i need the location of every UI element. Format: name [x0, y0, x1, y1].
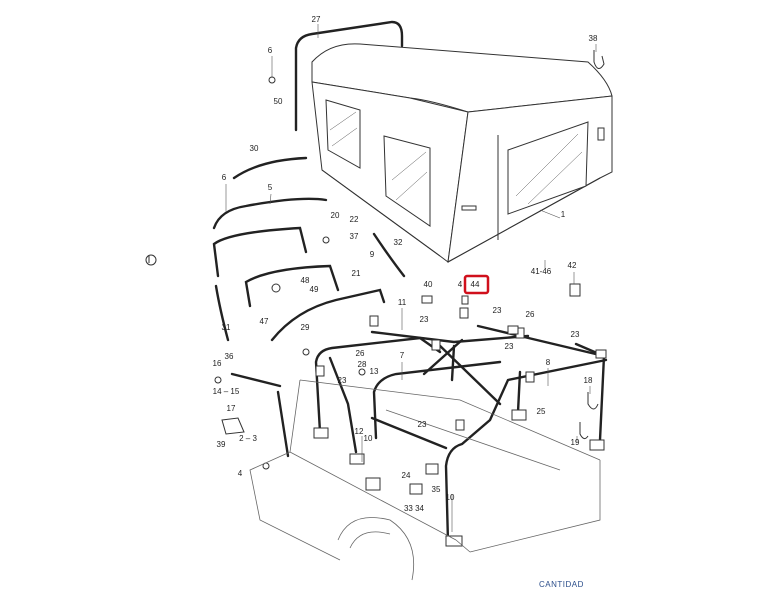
cover-part-39[interactable]	[221, 417, 245, 435]
part-label-p9[interactable]: 9	[370, 250, 375, 259]
part-label-p23d[interactable]: 23	[505, 342, 514, 351]
part-label-p19[interactable]: 19	[571, 438, 580, 447]
block-part-24[interactable]	[425, 463, 439, 475]
part-label-p39[interactable]: 39	[217, 440, 226, 449]
part-label-p36[interactable]: 36	[225, 352, 234, 361]
canopy-part-1[interactable]	[311, 43, 613, 263]
bracket-part-42[interactable]	[569, 283, 581, 297]
part-label-p2_3[interactable]: 2 – 3	[239, 434, 257, 443]
hook-part-18[interactable]	[587, 392, 599, 410]
part-label-p26b[interactable]: 26	[356, 349, 365, 358]
part-label-p28[interactable]: 28	[358, 360, 367, 369]
ring-part-48[interactable]	[271, 283, 281, 293]
part-label-p23e[interactable]: 23	[338, 376, 347, 385]
part-label-p37[interactable]: 37	[350, 232, 359, 241]
vehicle-body	[249, 379, 601, 581]
part-label-p22[interactable]: 22	[350, 215, 359, 224]
part-label-p32[interactable]: 32	[394, 238, 403, 247]
strip-part-11[interactable]	[459, 307, 469, 319]
part-label-p13[interactable]: 13	[370, 367, 379, 376]
part-label-p6a[interactable]: 6	[268, 46, 273, 55]
part-label-p12[interactable]: 12	[355, 427, 364, 436]
part-label-p4b[interactable]: 4	[238, 469, 243, 478]
rail-part-5[interactable]	[212, 197, 328, 230]
part-label-p7[interactable]: 7	[400, 351, 405, 360]
part-label-p29[interactable]: 29	[301, 323, 310, 332]
part-label-p23a[interactable]: 23	[493, 306, 502, 315]
leader-lines	[225, 24, 597, 532]
quantity-header: CANTIDAD	[539, 580, 584, 589]
part-label-p21[interactable]: 21	[352, 269, 361, 278]
part-label-p26a[interactable]: 26	[526, 310, 535, 319]
part-label-p23c[interactable]: 23	[571, 330, 580, 339]
bolt-part-37[interactable]	[322, 236, 330, 244]
roll-cage[interactable]	[313, 315, 608, 547]
part-label-p33_34[interactable]: 33 34	[404, 504, 425, 513]
bow-part-9[interactable]	[270, 288, 386, 342]
part-label-p1[interactable]: 1	[561, 210, 566, 219]
part-label-p27[interactable]: 27	[312, 15, 321, 24]
rail-part-30[interactable]	[232, 156, 308, 180]
hook-part-38[interactable]	[593, 50, 605, 69]
part-label-p42[interactable]: 42	[568, 261, 577, 270]
part-label-p18[interactable]: 18	[584, 376, 593, 385]
part-label-p31[interactable]: 31	[222, 323, 231, 332]
part-label-p48[interactable]: 48	[301, 276, 310, 285]
rail-part-32[interactable]	[372, 232, 406, 278]
part-label-p16[interactable]: 16	[213, 359, 222, 368]
part-label-p23f[interactable]: 23	[418, 420, 427, 429]
part-label-p24[interactable]: 24	[402, 471, 411, 480]
part-label-p6b[interactable]: 6	[222, 173, 227, 182]
bow-part-31[interactable]	[214, 284, 230, 342]
clip-part-44[interactable]	[461, 295, 469, 305]
bolt-part-16[interactable]	[214, 376, 222, 384]
part-label-p23b[interactable]: 23	[420, 315, 429, 324]
seal-strip-part-14-15[interactable]	[230, 372, 282, 388]
bow-part-21[interactable]	[244, 264, 340, 308]
part-label-p44[interactable]: 44	[471, 280, 480, 289]
part-label-p41_46[interactable]: 41-46	[531, 267, 552, 276]
washer-part-29[interactable]	[302, 348, 310, 356]
part-label-p40[interactable]: 40	[424, 280, 433, 289]
washer-part-28[interactable]	[358, 368, 366, 376]
part-label-p5[interactable]: 5	[268, 183, 273, 192]
part-label-p25[interactable]: 25	[537, 407, 546, 416]
roll-bar-top-part-27[interactable]	[294, 20, 404, 132]
hook-part-19[interactable]	[579, 422, 589, 440]
part-label-p14_15[interactable]: 14 – 15	[213, 387, 240, 396]
part-label-p17[interactable]: 17	[227, 404, 236, 413]
part-label-p8[interactable]: 8	[546, 358, 551, 367]
bow-part-20[interactable]	[212, 226, 308, 278]
part-label-p11[interactable]: 11	[398, 298, 407, 307]
part-label-p20[interactable]: 20	[331, 211, 340, 220]
part-label-p10b[interactable]: 10	[446, 493, 455, 502]
block-part-35[interactable]	[409, 483, 423, 495]
part-label-p50[interactable]: 50	[274, 97, 283, 106]
part-label-p4a[interactable]: 4	[458, 280, 463, 289]
hand-pointer-icon	[145, 254, 157, 266]
part-label-p38[interactable]: 38	[589, 34, 598, 43]
part-label-p47[interactable]: 47	[260, 317, 269, 326]
part-label-p10a[interactable]: 10	[364, 434, 373, 443]
highlight-box-part-44[interactable]	[463, 274, 490, 295]
part-label-p49[interactable]: 49	[310, 285, 319, 294]
part-label-p35[interactable]: 35	[432, 485, 441, 494]
seal-strip-part-2-3[interactable]	[276, 390, 290, 458]
bracket-part-40[interactable]	[421, 295, 433, 304]
part-label-p30[interactable]: 30	[250, 144, 259, 153]
